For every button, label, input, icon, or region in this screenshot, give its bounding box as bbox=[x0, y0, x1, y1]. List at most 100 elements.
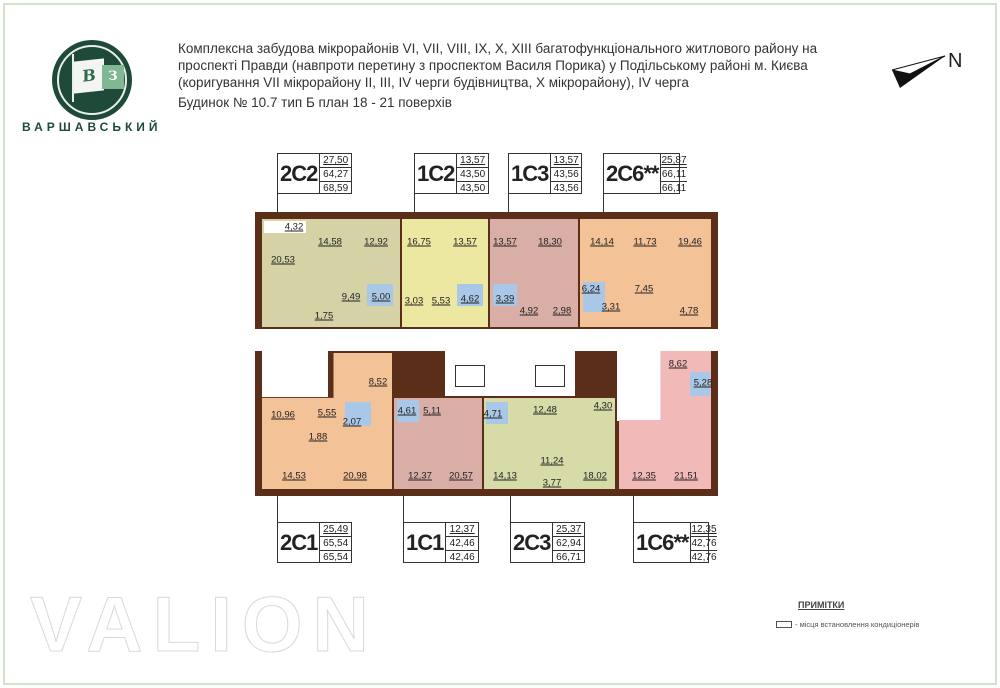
total-area: 43,56 bbox=[551, 168, 581, 182]
gross-area: 65,54 bbox=[323, 552, 349, 563]
room-area: 2,07 bbox=[342, 416, 362, 428]
bathroom bbox=[367, 284, 393, 306]
bathroom bbox=[486, 402, 508, 424]
bathroom bbox=[583, 282, 605, 312]
room-area: 8,62 bbox=[668, 358, 688, 370]
unit-code: 2С2 bbox=[280, 160, 318, 186]
stairwell bbox=[262, 351, 328, 397]
room-area: 11,73 bbox=[633, 236, 657, 248]
leader-line bbox=[414, 194, 415, 212]
leader-line bbox=[510, 496, 511, 522]
room-area: 4,78 bbox=[679, 305, 699, 317]
living-area: 12,35 bbox=[691, 524, 717, 537]
room-area: 14,53 bbox=[282, 470, 306, 482]
room-area: 3,77 bbox=[542, 477, 562, 489]
logo: В З bbox=[52, 40, 132, 120]
total-area: 66,11 bbox=[661, 169, 687, 182]
room-area: 13,57 bbox=[493, 236, 517, 248]
room-area: 19,46 bbox=[678, 236, 702, 248]
room-area: 14,13 bbox=[493, 470, 517, 482]
leader-line bbox=[403, 496, 404, 522]
leader-line bbox=[277, 194, 278, 212]
logo-flag-right: З bbox=[102, 65, 124, 89]
room-area: 4,92 bbox=[519, 305, 539, 317]
unit-2c2 bbox=[262, 219, 400, 327]
gross-area: 66,11 bbox=[661, 183, 687, 194]
room-area: 14,58 bbox=[318, 236, 342, 248]
logo-flag-left: В bbox=[74, 58, 104, 94]
living-area: 25,49 bbox=[320, 523, 351, 537]
unit-code: 2С1 bbox=[280, 529, 318, 555]
room-area: 4,61 bbox=[397, 405, 417, 417]
room-area: 21,51 bbox=[674, 470, 698, 482]
room-area: 12,37 bbox=[408, 470, 432, 482]
header-line: Комплексна забудова мікрорайонів VI, VII… bbox=[178, 41, 818, 56]
unit-1c3 bbox=[490, 219, 578, 327]
room-area: 2,98 bbox=[552, 305, 572, 317]
total-area: 42,76 bbox=[691, 538, 717, 551]
gross-area: 66,71 bbox=[556, 552, 582, 563]
room-area: 20,98 bbox=[343, 470, 367, 482]
room-area: 3,31 bbox=[601, 301, 621, 313]
room-area: 12,92 bbox=[364, 236, 388, 248]
leader-line bbox=[508, 194, 509, 212]
unit-code: 1С2 bbox=[417, 160, 455, 186]
total-area: 65,54 bbox=[320, 537, 351, 551]
living-area: 13,57 bbox=[457, 154, 488, 168]
unit-code: 2С6** bbox=[606, 160, 659, 186]
total-area: 43,50 bbox=[457, 168, 488, 182]
room-area: 18,30 bbox=[538, 236, 562, 248]
room-area: 13,57 bbox=[453, 236, 477, 248]
living-area: 25,37 bbox=[553, 523, 584, 537]
stairwell-2 bbox=[617, 351, 667, 421]
room-area: 16,75 bbox=[407, 236, 431, 248]
elevator-hall bbox=[445, 351, 575, 396]
elevator bbox=[455, 365, 485, 387]
north-label: N bbox=[948, 50, 963, 72]
gross-area: 68,59 bbox=[323, 183, 349, 194]
room-area: 5,11 bbox=[423, 405, 441, 417]
unit-code: 2С3 bbox=[513, 529, 551, 555]
page-frame bbox=[3, 3, 997, 685]
total-area: 42,46 bbox=[446, 537, 478, 551]
unit-code: 1С3 bbox=[511, 160, 549, 186]
total-area: 64,27 bbox=[320, 168, 351, 182]
ac-placement-swatch-icon bbox=[776, 621, 792, 628]
building-title: Будинок № 10.7 тип Б план 18 - 21 поверх… bbox=[178, 95, 452, 110]
room-area: 8,52 bbox=[368, 376, 388, 388]
leader-line bbox=[603, 194, 604, 212]
bathroom bbox=[690, 372, 710, 396]
living-area: 12,37 bbox=[446, 523, 478, 537]
leader-line bbox=[633, 496, 634, 522]
header-line: проспекті Правди (навпроти перетину з пр… bbox=[178, 58, 808, 73]
room-area: 14,14 bbox=[590, 236, 614, 248]
room-area: 1,88 bbox=[308, 431, 328, 443]
gross-area: 43,56 bbox=[553, 183, 579, 194]
living-area: 13,57 bbox=[551, 154, 581, 168]
legend-text: - місця встановлення кондиціонерів bbox=[795, 620, 920, 629]
room-area: 5,28 bbox=[693, 377, 713, 389]
room-area: 4,32 bbox=[284, 221, 304, 233]
gross-area: 42,46 bbox=[449, 552, 475, 563]
elevator bbox=[535, 365, 565, 387]
logo-ring bbox=[57, 45, 127, 115]
project-header: Комплексна забудова мікрорайонів VI, VII… bbox=[178, 40, 878, 111]
unit-1c2 bbox=[402, 219, 488, 327]
room-area: 1,75 bbox=[314, 310, 334, 322]
room-area: 5,00 bbox=[371, 291, 391, 303]
room-area: 10,96 bbox=[271, 409, 295, 421]
room-area: 18,02 bbox=[583, 470, 607, 482]
total-area: 62,94 bbox=[553, 537, 584, 551]
room-area: 4,71 bbox=[483, 408, 503, 420]
bathroom bbox=[457, 284, 483, 306]
room-area: 3,03 bbox=[404, 295, 424, 307]
room-area: 3,39 bbox=[495, 293, 515, 305]
floor-plan bbox=[255, 212, 718, 496]
header-line: (коригування VII мікрорайону II, III, IV… bbox=[178, 75, 689, 90]
living-area: 25,87 bbox=[661, 155, 687, 168]
